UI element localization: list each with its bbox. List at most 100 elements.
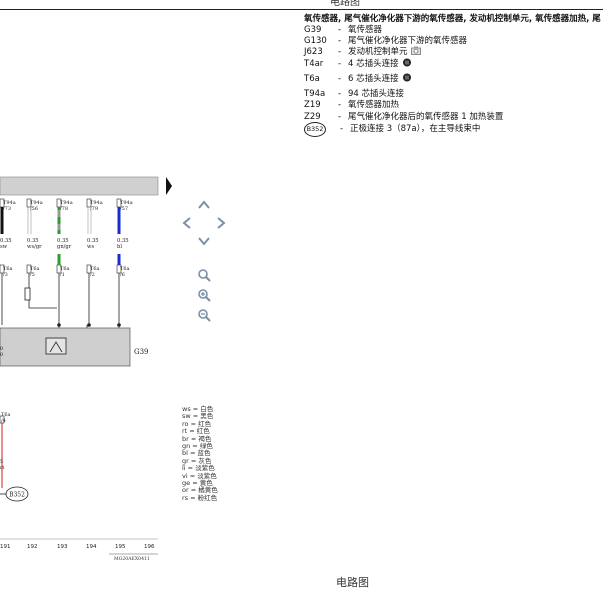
legend-item: G39-氧传感器 xyxy=(304,23,382,35)
legend-item: B352 -正极连接 3（87a），在主导线束中 xyxy=(304,122,480,137)
legend-code: Z29 xyxy=(304,112,321,122)
legend-code: G130 xyxy=(304,36,327,46)
footer-code: MG20AEX0411 xyxy=(114,556,150,562)
legend-item: T4ar -4 芯插头连接 xyxy=(304,57,412,69)
color-legend-item: ro = 红色 xyxy=(182,419,212,428)
legend-item: G130-尾气催化净化器下游的氧传感器 xyxy=(304,34,467,46)
pan-down-icon[interactable] xyxy=(197,234,211,248)
lower-pin-number: /3 xyxy=(3,272,8,278)
top-pin-number: /73 xyxy=(3,206,11,212)
legend-desc: 正极连接 3（87a），在主导线束中 xyxy=(350,124,481,134)
grid-number-row: 191 192 193 194 195 196 xyxy=(0,544,155,550)
color-legend-item: ws = 白色 xyxy=(182,405,214,413)
legend-dash: - xyxy=(338,47,342,57)
legend-desc: 6 芯插头连接 xyxy=(348,74,399,84)
wire-gauge: 0.35 xyxy=(27,238,39,244)
legend-code: T4ar xyxy=(304,59,324,69)
lower-pin-number: /6 xyxy=(120,272,125,278)
grid-number: 194 xyxy=(86,544,97,550)
component-left-mark-2: 0 xyxy=(0,352,3,358)
wire-color-code: gn/gr xyxy=(57,244,72,250)
component-left-mark-1: 0 xyxy=(0,346,3,352)
top-pin-number: /57 xyxy=(120,206,128,212)
legend-dash: - xyxy=(340,124,344,134)
connector-icon[interactable] xyxy=(402,73,412,82)
legend-desc: 氧传感器加热 xyxy=(348,100,400,110)
zoom-in-icon[interactable] xyxy=(197,288,211,302)
lower-pin-number: /1 xyxy=(60,272,65,278)
zoom-out-icon[interactable] xyxy=(197,308,211,322)
legend-desc: 94 芯插头连接 xyxy=(348,89,405,99)
page-top-title: 电路图 xyxy=(330,0,360,8)
junction-dot xyxy=(87,323,91,327)
grid-number: 193 xyxy=(57,544,68,550)
bottom-caption: 电路图 xyxy=(336,576,369,589)
legend-code: G39 xyxy=(304,25,322,35)
pan-up-icon[interactable] xyxy=(197,198,211,212)
lower-pin-conn: T6a xyxy=(1,412,11,418)
legend-dash: - xyxy=(338,59,342,69)
legend-item: Z19-氧传感器加热 xyxy=(304,98,399,110)
connector-icon[interactable] xyxy=(402,58,412,67)
wire-color-code: bl xyxy=(117,244,122,250)
wire-gauge: 0.35 xyxy=(117,238,129,244)
lower-pin-number: /4 xyxy=(1,418,6,424)
legend-code: T94a xyxy=(304,89,326,99)
zoom-fit-icon[interactable] xyxy=(197,268,211,282)
color-legend-item: gn = 绿色 xyxy=(182,442,213,451)
top-pin-marker xyxy=(26,198,32,208)
legend-dash: - xyxy=(338,25,342,35)
color-legend-item: bl = 蓝色 xyxy=(182,449,211,458)
legend-code: B352 xyxy=(304,122,326,137)
top-pin-conn: T94a xyxy=(30,200,43,206)
pan-right-icon[interactable] xyxy=(214,216,228,230)
b352-badge xyxy=(5,486,29,502)
top-pin-conn: T94a xyxy=(3,200,16,206)
color-legend-item: vi = 淡紫色 xyxy=(182,471,217,480)
grid-number: 195 xyxy=(115,544,126,550)
heater-resistor xyxy=(24,287,31,301)
legend-dash: - xyxy=(338,36,342,46)
legend-heading: 氧传感器, 尾气催化净化器下游的氧传感器, 发动机控制单元, 氧传感器加热, 尾 xyxy=(304,14,601,24)
grid-number: 191 xyxy=(0,544,11,550)
wire-color-code: sw xyxy=(0,244,8,250)
color-legend-item: ge = 黄色 xyxy=(182,479,213,488)
lower-wire-gauge: 5 xyxy=(0,459,3,465)
grid-number: 196 xyxy=(144,544,155,550)
lower-pin-conn: T6a xyxy=(90,266,100,272)
wire-color-code: ws xyxy=(87,244,94,250)
color-legend-item: br = 褐色 xyxy=(182,434,212,443)
wire-gauge: 0.35 xyxy=(0,238,12,244)
lower-wire-color: rt xyxy=(0,465,4,471)
wire-color-code: ws/gr xyxy=(27,244,42,250)
legend-dash: - xyxy=(338,112,342,122)
wire-gauge: 0.35 xyxy=(87,238,99,244)
top-pin-number: /56 xyxy=(30,206,38,212)
expand-arrow-icon xyxy=(166,177,172,195)
legend-desc: 发动机控制单元 xyxy=(348,47,408,57)
top-pin-number: /78 xyxy=(60,206,68,212)
color-legend-item: or = 橘黄色 xyxy=(182,486,218,495)
legend-desc: 4 芯插头连接 xyxy=(348,59,399,69)
legend-item: J623 -发动机控制单元 xyxy=(304,45,421,57)
color-legend-item: rt = 红色 xyxy=(182,427,210,436)
top-pin-conn: T94a xyxy=(120,200,133,206)
legend-dash: - xyxy=(338,100,342,110)
b352-badge-text: B352 xyxy=(9,492,25,499)
pan-left-icon[interactable] xyxy=(180,216,194,230)
lower-pin-conn: T6a xyxy=(120,266,130,272)
legend-item: T94a -94 芯插头连接 xyxy=(304,87,404,99)
wire-group: T94a/730.35swT6a/3T94a/560.35ws/grT6a/5T… xyxy=(0,198,133,361)
sensor-symbol xyxy=(45,337,67,355)
legend-item: T6a-6 芯插头连接 xyxy=(304,72,412,84)
legend-code: J623 xyxy=(304,47,323,57)
camera-icon[interactable] xyxy=(410,46,421,55)
legend-dash: - xyxy=(338,89,342,99)
wiring-diagram: T94a/730.35swT6a/3T94a/560.35ws/grT6a/5T… xyxy=(0,176,172,562)
lower-pin-number: /2 xyxy=(90,272,95,278)
grid-number: 192 xyxy=(27,544,38,550)
lower-pin-conn: T6a xyxy=(3,266,13,272)
color-legend-item: rs = 粉红色 xyxy=(182,493,218,502)
lower-pin-number: /5 xyxy=(30,272,35,278)
